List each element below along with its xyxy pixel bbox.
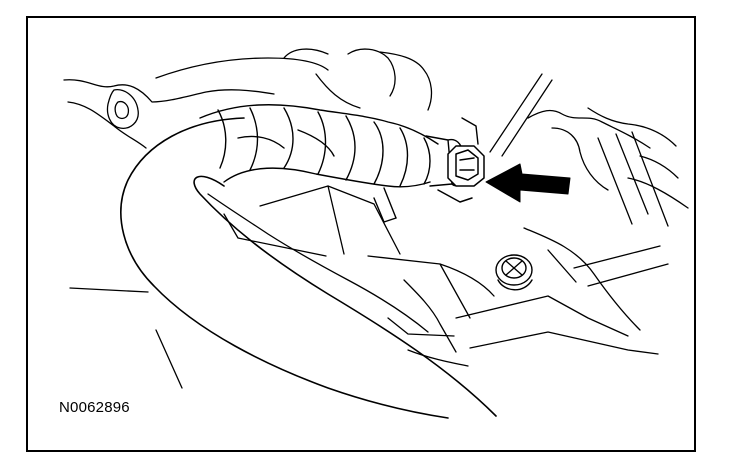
casting-bolt-boss xyxy=(106,89,139,129)
lower-casting xyxy=(207,185,659,367)
leader-lines xyxy=(69,287,183,389)
bolt-head xyxy=(437,145,485,203)
engine-component-line-drawing xyxy=(63,48,689,419)
right-housing xyxy=(523,107,689,331)
harness-hose xyxy=(199,104,439,188)
callout-arrow xyxy=(485,163,571,203)
rod xyxy=(489,73,553,157)
cover-edge xyxy=(120,117,497,419)
illustration-frame: N0062896 xyxy=(26,16,696,452)
drain-plug xyxy=(495,254,533,291)
figure-id-label: N0062896 xyxy=(59,399,130,416)
upper-casting xyxy=(63,48,433,149)
